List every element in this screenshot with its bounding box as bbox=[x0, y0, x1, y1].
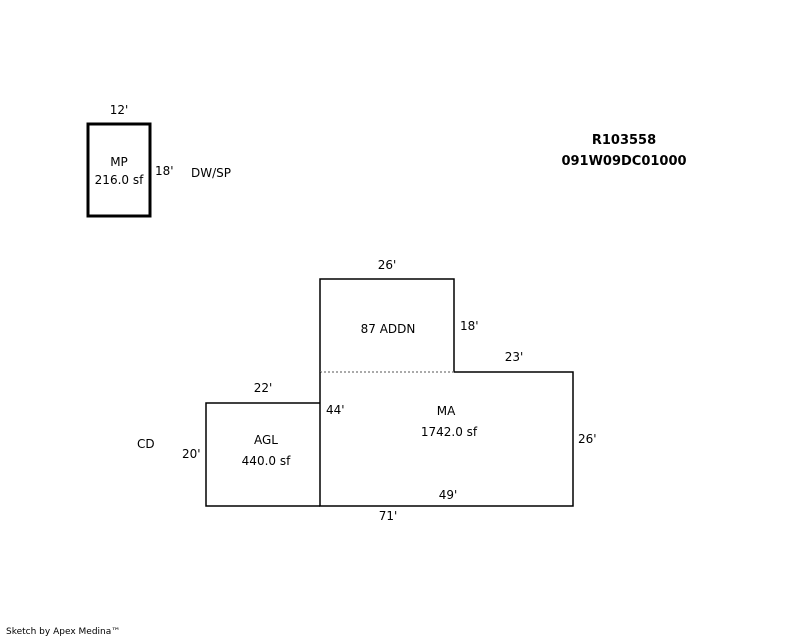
addition-width-label: 26' bbox=[377, 258, 397, 272]
main-bottom-label: 49' bbox=[438, 488, 458, 502]
main-name-label: MA bbox=[436, 404, 456, 418]
parcel-ids: R103558 091W09DC01000 bbox=[561, 130, 686, 172]
main-left-label: 44' bbox=[326, 403, 345, 417]
addition-name-label: 87 ADDN bbox=[360, 322, 416, 336]
garage-outline bbox=[205, 402, 320, 507]
main-outline bbox=[319, 371, 574, 507]
main-top-right-label: 23' bbox=[504, 350, 524, 364]
mp-name-label: MP bbox=[110, 155, 128, 169]
mp-note-label: DW/SP bbox=[191, 166, 232, 180]
map-number: 091W09DC01000 bbox=[561, 154, 687, 169]
addition-outline bbox=[319, 278, 455, 372]
garage-depth-label: 20' bbox=[182, 447, 201, 461]
account-number: R103558 bbox=[591, 133, 657, 148]
addition-depth-label: 18' bbox=[460, 319, 479, 333]
mp-outline bbox=[86, 122, 152, 218]
garage-area-label: 440.0 sf bbox=[241, 454, 291, 468]
garage-note-label: CD bbox=[137, 437, 155, 451]
main-right-label: 26' bbox=[578, 432, 597, 446]
garage-name-label: AGL bbox=[254, 433, 278, 447]
mp-area-label: 216.0 sf bbox=[94, 173, 144, 187]
mp-width-label: 12' bbox=[109, 103, 129, 117]
sketch-credit: Sketch by Apex Medina™ bbox=[6, 627, 121, 637]
mp-depth-label: 18' bbox=[155, 164, 174, 178]
overall-width-label: 71' bbox=[378, 509, 398, 523]
main-area-label: 1742.0 sf bbox=[420, 425, 478, 439]
garage-width-label: 22' bbox=[253, 381, 273, 395]
